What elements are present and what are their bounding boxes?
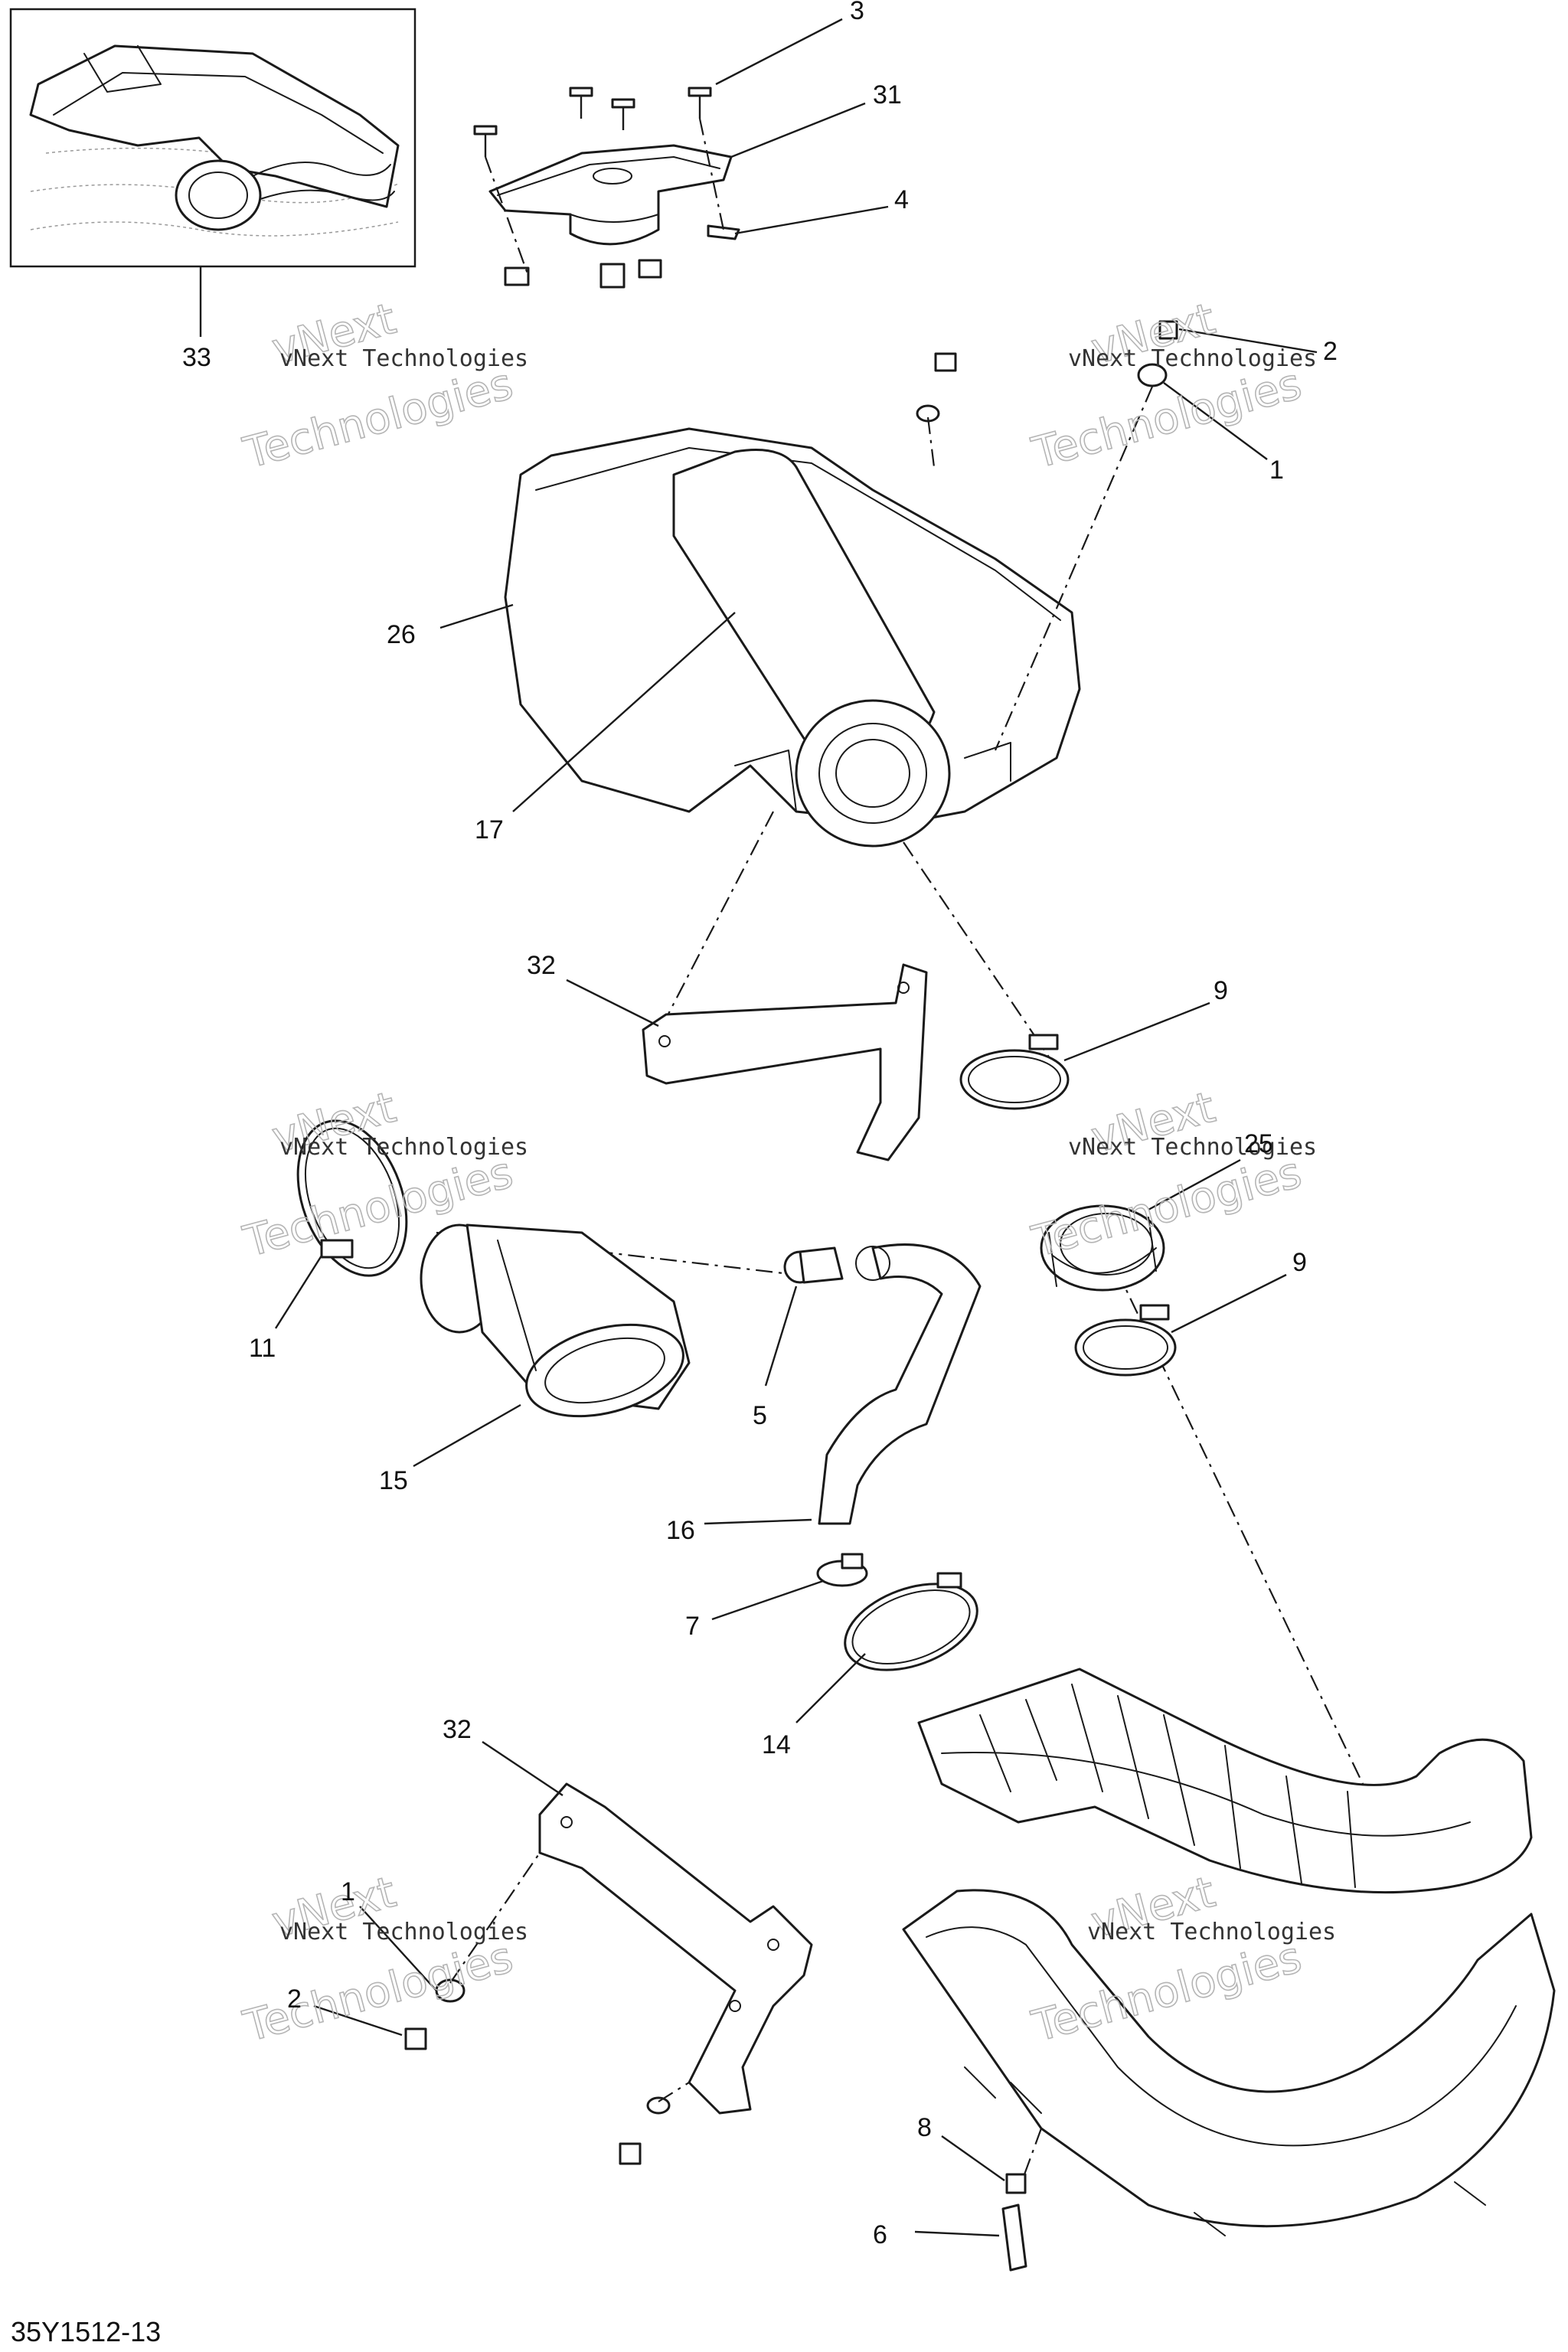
- clamp-11: [296, 1119, 408, 1277]
- svg-text:Technologies: Technologies: [238, 1932, 518, 2052]
- callout-32-lower: 32: [443, 1715, 472, 1744]
- callout-17: 17: [475, 815, 504, 844]
- callout-32-upper: 32: [527, 951, 556, 980]
- bracket-lower-32: [538, 1782, 813, 2115]
- callout-15: 15: [379, 1466, 408, 1495]
- intake-duct-upper: [917, 1668, 1533, 1894]
- intake-boot-15: [420, 1223, 691, 1418]
- callout-9-upper: 9: [1214, 976, 1228, 1005]
- drawing-code: 35Y1512-13: [11, 2316, 161, 2347]
- callout-33: 33: [182, 343, 211, 372]
- callout-31: 31: [873, 80, 902, 109]
- callout-26: 26: [387, 620, 416, 649]
- watermark-1: vNext Technologies vNext Technologies: [237, 293, 528, 479]
- svg-text:vNext Technologies: vNext Technologies: [1068, 345, 1317, 372]
- callout-labels: 3 31 4 33 2 1 26 17 32 9 25 9 11 15 5 16…: [182, 0, 1338, 2249]
- clips-4: [504, 224, 740, 289]
- callout-8: 8: [917, 2113, 932, 2142]
- callout-11: 11: [249, 1334, 276, 1363]
- svg-text:vNext Technologies: vNext Technologies: [279, 1919, 528, 1945]
- callout-25: 25: [1244, 1129, 1273, 1158]
- callout-9-lower: 9: [1292, 1248, 1307, 1277]
- callout-2: 2: [1323, 337, 1338, 366]
- leader-lines: [274, 18, 1318, 2237]
- svg-text:vNext Technologies: vNext Technologies: [1087, 1919, 1336, 1945]
- screws-top: [473, 87, 712, 157]
- callout-6: 6: [873, 2220, 887, 2249]
- watermark-4: vNext Technologies vNext Technologies: [1026, 1082, 1317, 1268]
- svg-text:vNext Technologies: vNext Technologies: [279, 345, 528, 372]
- svg-text:vNext Technologies: vNext Technologies: [279, 1134, 528, 1161]
- watermark-5: vNext Technologies vNext Technologies: [237, 1867, 528, 2053]
- svg-text:Technologies: Technologies: [1027, 1148, 1306, 1267]
- callout-4: 4: [894, 185, 909, 214]
- airbox-cover-31: [488, 144, 733, 246]
- callout-16: 16: [666, 1516, 695, 1545]
- callout-14: 14: [762, 1730, 791, 1759]
- intake-duct-lower: [902, 1889, 1556, 2236]
- callout-1: 1: [1269, 456, 1284, 485]
- callout-1-lower: 1: [341, 1877, 355, 1906]
- coupler-25: [1040, 1204, 1165, 1292]
- callout-7: 7: [685, 1612, 700, 1641]
- svg-text:Technologies: Technologies: [238, 359, 518, 479]
- inset-assembly-view: [9, 8, 416, 268]
- clamp-9-upper: [959, 1034, 1070, 1110]
- callout-2-lower: 2: [287, 1984, 302, 2014]
- callout-5: 5: [753, 1401, 767, 1430]
- clamp-9-lower: [1074, 1304, 1177, 1377]
- clamp-7: [816, 1553, 868, 1587]
- fitting-5: [783, 1246, 844, 1284]
- watermark-2: vNext Technologies vNext Technologies: [1026, 293, 1317, 479]
- screw-and-washer-lower: [404, 1978, 1027, 2272]
- svg-text:vNext Technologies: vNext Technologies: [1068, 1134, 1317, 1161]
- airbox-base-26: [504, 427, 1081, 848]
- bracket-upper-32: [642, 963, 928, 1161]
- callout-3: 3: [850, 0, 864, 25]
- screw-and-washer-upper: [916, 320, 1178, 423]
- hose-16: [818, 1243, 982, 1525]
- clamp-14: [844, 1572, 978, 1671]
